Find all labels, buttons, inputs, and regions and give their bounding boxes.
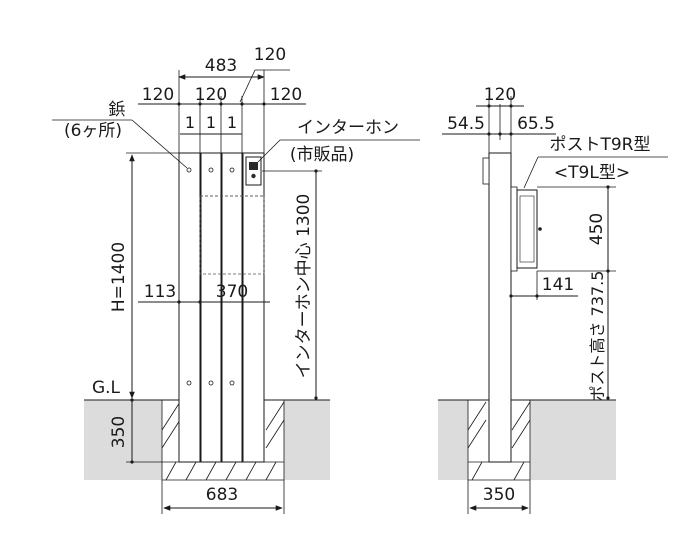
post-type-label: ポストT9R型	[549, 135, 650, 155]
mailbox-height-dimension: 450	[537, 185, 616, 273]
col-label-2: 120	[195, 85, 227, 105]
side-top-label: 120	[484, 85, 516, 105]
col-label-3: 120	[270, 85, 302, 105]
anchor-label: 鋲	[109, 100, 126, 120]
front-depth-dimension: 350	[109, 398, 162, 464]
side-post	[488, 152, 512, 463]
col-label-1: 120	[142, 85, 174, 105]
intercom-center-dimension: インターホン中心 1300	[262, 169, 322, 400]
side-hatch	[467, 401, 531, 481]
height-dimension: H=1400	[109, 152, 179, 399]
mailbox-level-label: ポスト高さ 737.5	[588, 271, 607, 402]
post-type-alt: <T9L型>	[554, 163, 630, 183]
anchor-count: (6ヶ所)	[64, 121, 122, 141]
gl-label: G.L	[92, 378, 121, 398]
height-label: H=1400	[109, 242, 129, 312]
intercom-label: インターホン	[297, 118, 399, 138]
front-base-label: 683	[206, 485, 238, 505]
mailbox-depth-label: 141	[542, 275, 574, 295]
intercom-note: (市販品)	[290, 145, 354, 165]
front-hatch	[161, 401, 285, 481]
side-base-label: 350	[483, 485, 515, 505]
side-right-offset: 65.5	[517, 114, 555, 134]
front-posts	[178, 152, 265, 463]
gap-label-3: 1	[227, 113, 237, 132]
post-2	[200, 152, 222, 463]
intercom-unit	[245, 156, 262, 186]
intercom-callout: インターホン (市販品)	[257, 118, 420, 165]
mailbox-depth-dimension: 141	[509, 271, 578, 300]
front-base-dimension: 683	[161, 480, 285, 514]
gap-label-1: 1	[185, 113, 195, 132]
side-intercom	[482, 157, 490, 185]
rivets	[186, 167, 235, 386]
intercom-center-label: インターホン中心 1300	[294, 194, 314, 379]
offset-mid-label: 370	[216, 282, 248, 302]
mailbox	[510, 186, 542, 272]
front-view: 483 120 120 120 120 1 1 1 鋲 (6ヶ所)	[52, 45, 420, 514]
gap-label-2: 1	[206, 113, 216, 132]
offset-dimensions: 113 370	[138, 282, 270, 304]
front-top-dimensions: 483 120 120 120 120 1 1 1	[138, 45, 306, 153]
side-view: 120 54.5 65.5 ポストT9R型 <T9L型> 450	[438, 85, 668, 514]
side-base-dimension: 350	[467, 480, 531, 514]
post-4	[242, 152, 265, 463]
mailbox-height-label: 450	[587, 213, 607, 245]
top-right-label: 120	[254, 45, 286, 65]
offset-left-label: 113	[144, 282, 176, 302]
front-depth-label: 350	[109, 416, 129, 448]
post-3	[221, 152, 243, 463]
top-total-label: 483	[205, 56, 237, 76]
mailbox-level-dimension: ポスト高さ 737.5	[588, 271, 610, 402]
side-top-dimensions: 120 54.5 65.5	[442, 85, 556, 153]
post-1	[178, 152, 201, 463]
side-left-offset: 54.5	[447, 114, 485, 134]
anchor-callout: 鋲 (6ヶ所)	[52, 100, 188, 169]
post-type-callout: ポストT9R型 <T9L型>	[523, 135, 668, 189]
